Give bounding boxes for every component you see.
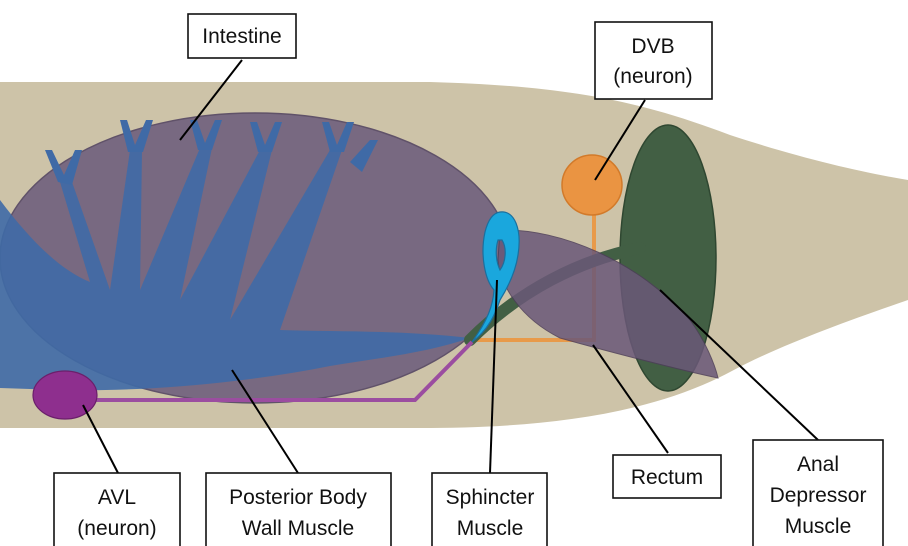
label-anal-depressor-line2: Depressor (770, 484, 867, 507)
label-rectum: Rectum (613, 455, 721, 498)
label-posterior-body-wall: Posterior Body Wall Muscle (206, 473, 391, 546)
label-intestine: Intestine (188, 14, 296, 58)
label-avl-line2: (neuron) (77, 517, 156, 540)
label-dvb: DVB (neuron) (595, 22, 712, 99)
label-anal-depressor: Anal Depressor Muscle (753, 440, 883, 546)
dvb-neuron (562, 155, 622, 215)
label-anal-depressor-line1: Anal (797, 453, 839, 476)
label-avl-line1: AVL (98, 486, 136, 509)
label-dvb-line2: (neuron) (613, 65, 692, 88)
label-intestine-text: Intestine (202, 25, 281, 48)
label-posterior-body-wall-line1: Posterior Body (229, 486, 367, 509)
label-anal-depressor-line3: Muscle (785, 515, 852, 538)
label-avl: AVL (neuron) (54, 473, 180, 546)
label-sphincter: Sphincter Muscle (432, 473, 547, 546)
label-sphincter-line1: Sphincter (446, 486, 535, 509)
label-posterior-body-wall-line2: Wall Muscle (242, 517, 354, 540)
label-rectum-text: Rectum (631, 466, 703, 489)
label-dvb-line1: DVB (631, 35, 674, 58)
label-sphincter-line2: Muscle (457, 517, 524, 540)
